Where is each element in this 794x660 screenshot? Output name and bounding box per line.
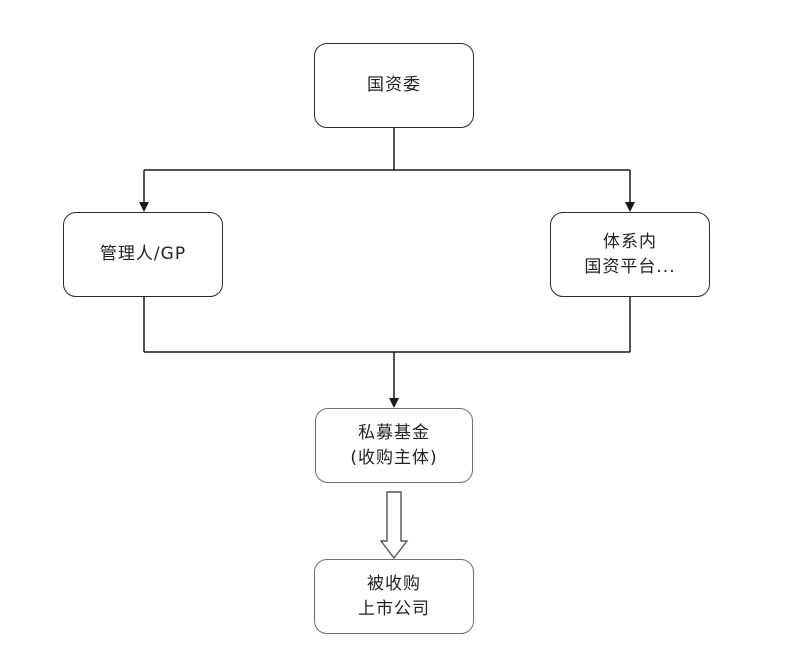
node-state-platform-line1: 体系内: [603, 231, 657, 252]
node-private-fund-line2: (收购主体): [350, 447, 438, 468]
node-manager-gp: 管理人/GP: [63, 212, 223, 297]
node-state-platform-line2: 国资平台...: [584, 256, 676, 277]
hollow-arrow-to-target: [379, 491, 409, 560]
node-target-company: 被收购 上市公司: [314, 559, 474, 634]
node-private-fund: 私募基金 (收购主体): [315, 408, 473, 483]
node-target-company-line2: 上市公司: [358, 598, 430, 619]
node-target-company-line1: 被收购: [367, 573, 421, 594]
node-sasac-label: 国资委: [367, 75, 421, 95]
node-sasac: 国资委: [314, 43, 474, 128]
node-manager-gp-label: 管理人/GP: [99, 244, 187, 264]
node-private-fund-line1: 私募基金: [358, 422, 430, 443]
node-state-platform: 体系内 国资平台...: [550, 212, 710, 297]
